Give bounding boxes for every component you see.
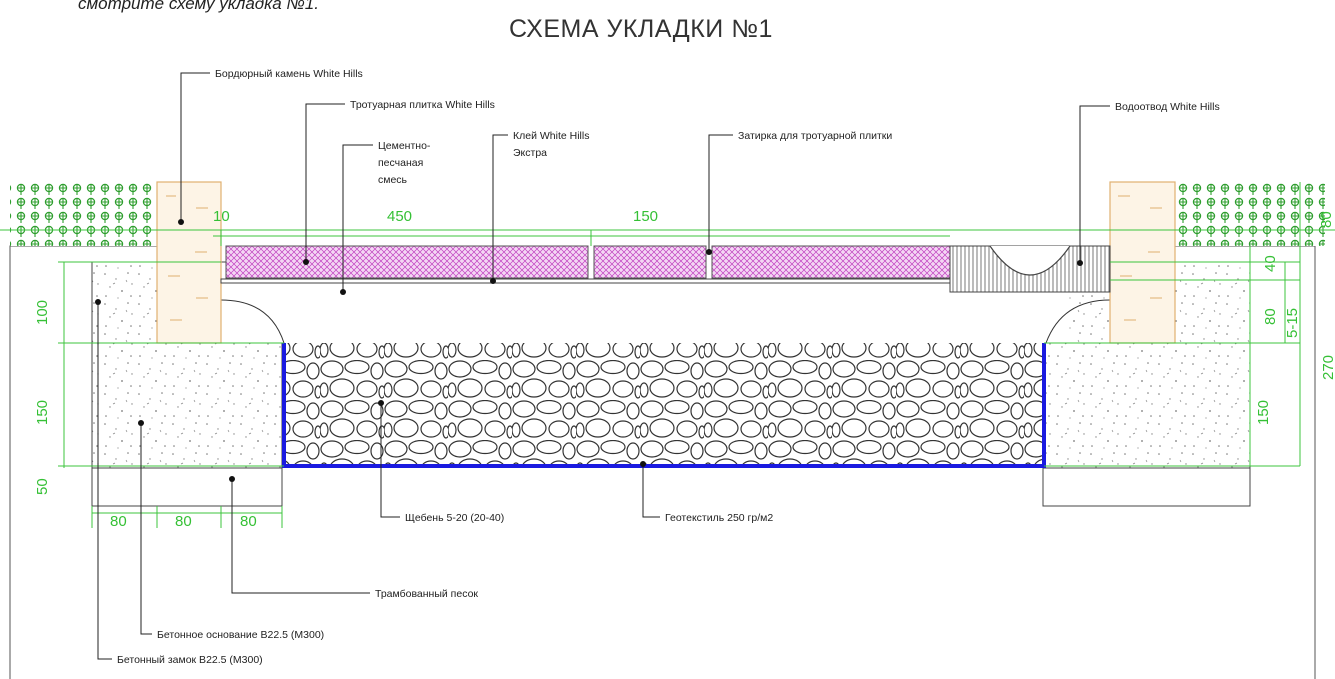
leader-crushed-stone (378, 400, 400, 518)
cement-sand-layer (221, 283, 1069, 343)
leader-geotextile (640, 461, 660, 518)
grass-left (10, 182, 157, 246)
dimension-lines (0, 182, 1335, 528)
label-cement-sand-3: смесь (378, 174, 408, 186)
leader-paving-tile (303, 103, 345, 265)
leader-glue (490, 134, 508, 284)
dim-left-50: 50 (34, 478, 51, 495)
grass-right (1175, 182, 1325, 246)
glue-layer (220, 278, 955, 284)
dim-right-270: 270 (1320, 355, 1335, 380)
paving-tile-3 (711, 245, 951, 279)
dim-right-40: 40 (1262, 255, 1279, 272)
label-grout: Затирка для тротуарной плитки (738, 130, 892, 142)
intro-text: смотрите схему укладка №1. (78, 0, 319, 13)
concrete-lock-left (91, 468, 283, 507)
geotextile-line (282, 343, 1046, 468)
label-glue-2: Экстра (513, 147, 547, 159)
label-paving-tile: Тротуарная плитка White Hills (350, 99, 495, 111)
label-geotextile: Геотекстиль 250 гр/м2 (665, 512, 773, 524)
paving-tile-1 (225, 245, 589, 279)
dim-gap: 10 (213, 208, 230, 225)
label-concrete-lock: Бетонный замок В22.5 (М300) (117, 654, 263, 666)
leader-cement-sand (340, 144, 373, 295)
dim-tile-450: 450 (387, 208, 412, 225)
dim-right-150: 150 (1255, 400, 1272, 425)
concrete-haunch-right (1045, 299, 1111, 344)
crushed-stone-layer (284, 343, 1044, 466)
label-cement-sand-2: песчаная (378, 157, 423, 169)
dim-bottom-80c: 80 (240, 513, 257, 530)
dim-bottom-80b: 80 (175, 513, 192, 530)
drain-trough (989, 245, 1071, 276)
dim-right-80: 80 (1262, 308, 1279, 325)
dim-right-5-15: 5-15 (1284, 308, 1301, 338)
leader-drain (1077, 105, 1110, 266)
dim-left-100: 100 (34, 300, 51, 325)
concrete-haunch-left (220, 299, 285, 344)
concrete-lock-right (1042, 468, 1251, 507)
dim-tile-150: 150 (633, 208, 658, 225)
paving-tile-2 (593, 245, 707, 279)
leader-compacted-sand (229, 476, 370, 594)
label-glue-1: Клей White Hills (513, 130, 589, 142)
dim-left-150: 150 (34, 400, 51, 425)
label-cement-sand-1: Цементно- (378, 140, 431, 152)
label-border-stone: Бордюрный камень White Hills (215, 68, 363, 80)
label-concrete-base: Бетонное основание В22.5 (М300) (157, 629, 324, 641)
dim-bottom-80a: 80 (110, 513, 127, 530)
leader-concrete-lock (95, 299, 112, 660)
dim-right-80-top: 80 (1318, 211, 1335, 228)
leader-border-stone (178, 72, 210, 225)
diagram-title: СХЕМА УКЛАДКИ №1 (509, 15, 773, 43)
label-crushed-stone: Щебень 5-20 (20-40) (405, 512, 504, 524)
label-compacted-sand: Трамбованный песок (375, 588, 478, 600)
label-drain: Водоотвод White Hills (1115, 101, 1220, 113)
leader-grout (706, 134, 733, 255)
leader-concrete-base (138, 420, 152, 635)
